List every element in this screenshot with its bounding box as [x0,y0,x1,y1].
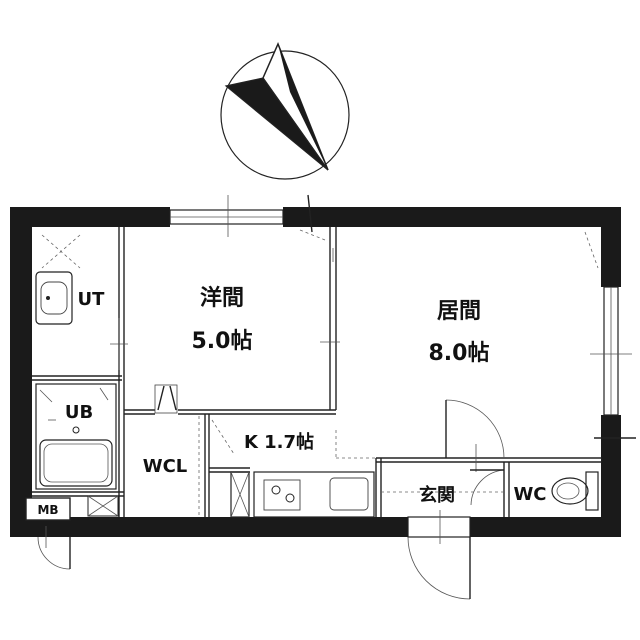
western-room-name: 洋間 [200,285,244,311]
toilet-icon [551,471,599,511]
fixtures [25,271,599,521]
living-room-size: 8.0帖 [429,341,490,366]
window-western-room [169,195,284,237]
utility-label: UT [78,289,106,310]
bathtub-icon [35,383,117,490]
room-labels: 洋間 5.0帖 居間 8.0帖 K 1.7帖 UT UB WCL 玄関 WC M… [37,285,546,517]
western-room-size: 5.0帖 [192,329,253,354]
window-living-room [590,286,636,439]
bath-label: UB [65,402,93,423]
toilet-label: WC [513,484,546,505]
north-arrow-icon [224,42,329,171]
entrance-label: 玄関 [419,484,455,506]
wash-basin-icon [35,271,73,325]
living-room-name: 居間 [437,299,481,324]
closet-label: WCL [143,456,188,477]
compass [220,42,350,180]
kitchen-counter-icon [253,471,375,518]
meterbox-label: MB [37,503,58,517]
dashed-lines [41,229,599,459]
kitchen-label: K 1.7帖 [244,431,314,453]
exterior-walls [10,207,621,537]
doors [37,194,505,600]
interior-walls [32,227,602,518]
